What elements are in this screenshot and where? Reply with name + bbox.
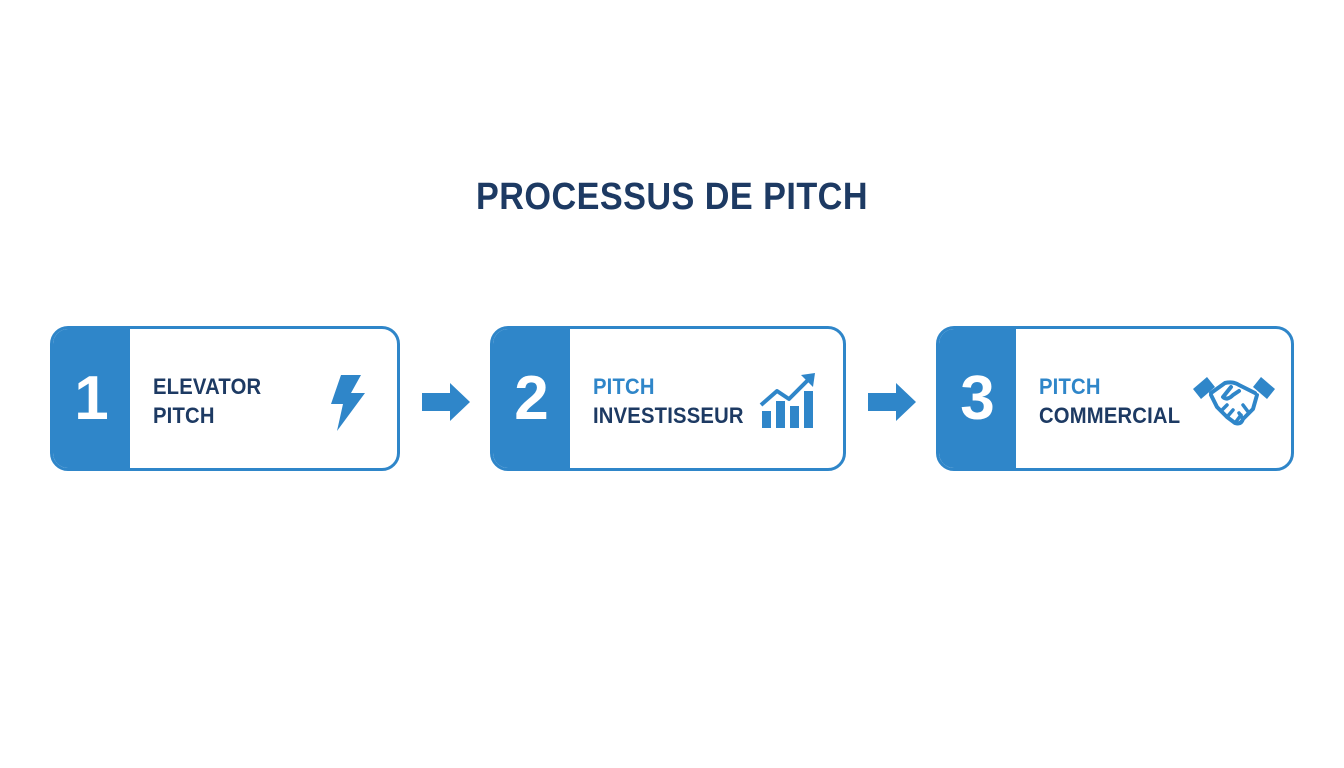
step-1-label-line2: PITCH: [153, 403, 215, 428]
arrow-right-icon: [422, 383, 472, 426]
step-2-label-line2: INVESTISSEUR: [593, 403, 744, 428]
step-2-label: PITCH INVESTISSEUR: [593, 372, 744, 430]
handshake-icon: [1191, 373, 1277, 436]
step-1-label-line1: ELEVATOR: [153, 374, 262, 399]
step-2-label-line1: PITCH: [593, 374, 655, 399]
step-3-card: 3 PITCH COMMERCIAL: [936, 326, 1294, 471]
diagram-title: PROCESSUS DE PITCH: [476, 176, 868, 218]
step-3-label-line2: COMMERCIAL: [1039, 403, 1181, 428]
lightning-bolt-icon: [327, 371, 367, 438]
step-2-number-band: 2: [493, 329, 570, 468]
step-3-number-band: 3: [939, 329, 1016, 468]
step-1-label: ELEVATOR PITCH: [153, 372, 261, 430]
step-2-card: 2 PITCH INVESTISSEUR: [490, 326, 846, 471]
step-3-label-line1: PITCH: [1039, 374, 1101, 399]
step-1-number: 1: [74, 363, 109, 433]
step-1-number-band: 1: [53, 329, 130, 468]
step-2-number: 2: [514, 363, 549, 433]
growth-chart-icon: [759, 371, 819, 436]
step-3-number: 3: [960, 363, 995, 433]
step-3-label: PITCH COMMERCIAL: [1039, 372, 1180, 430]
step-1-card: 1 ELEVATOR PITCH: [50, 326, 400, 471]
arrow-right-icon: [868, 383, 918, 426]
